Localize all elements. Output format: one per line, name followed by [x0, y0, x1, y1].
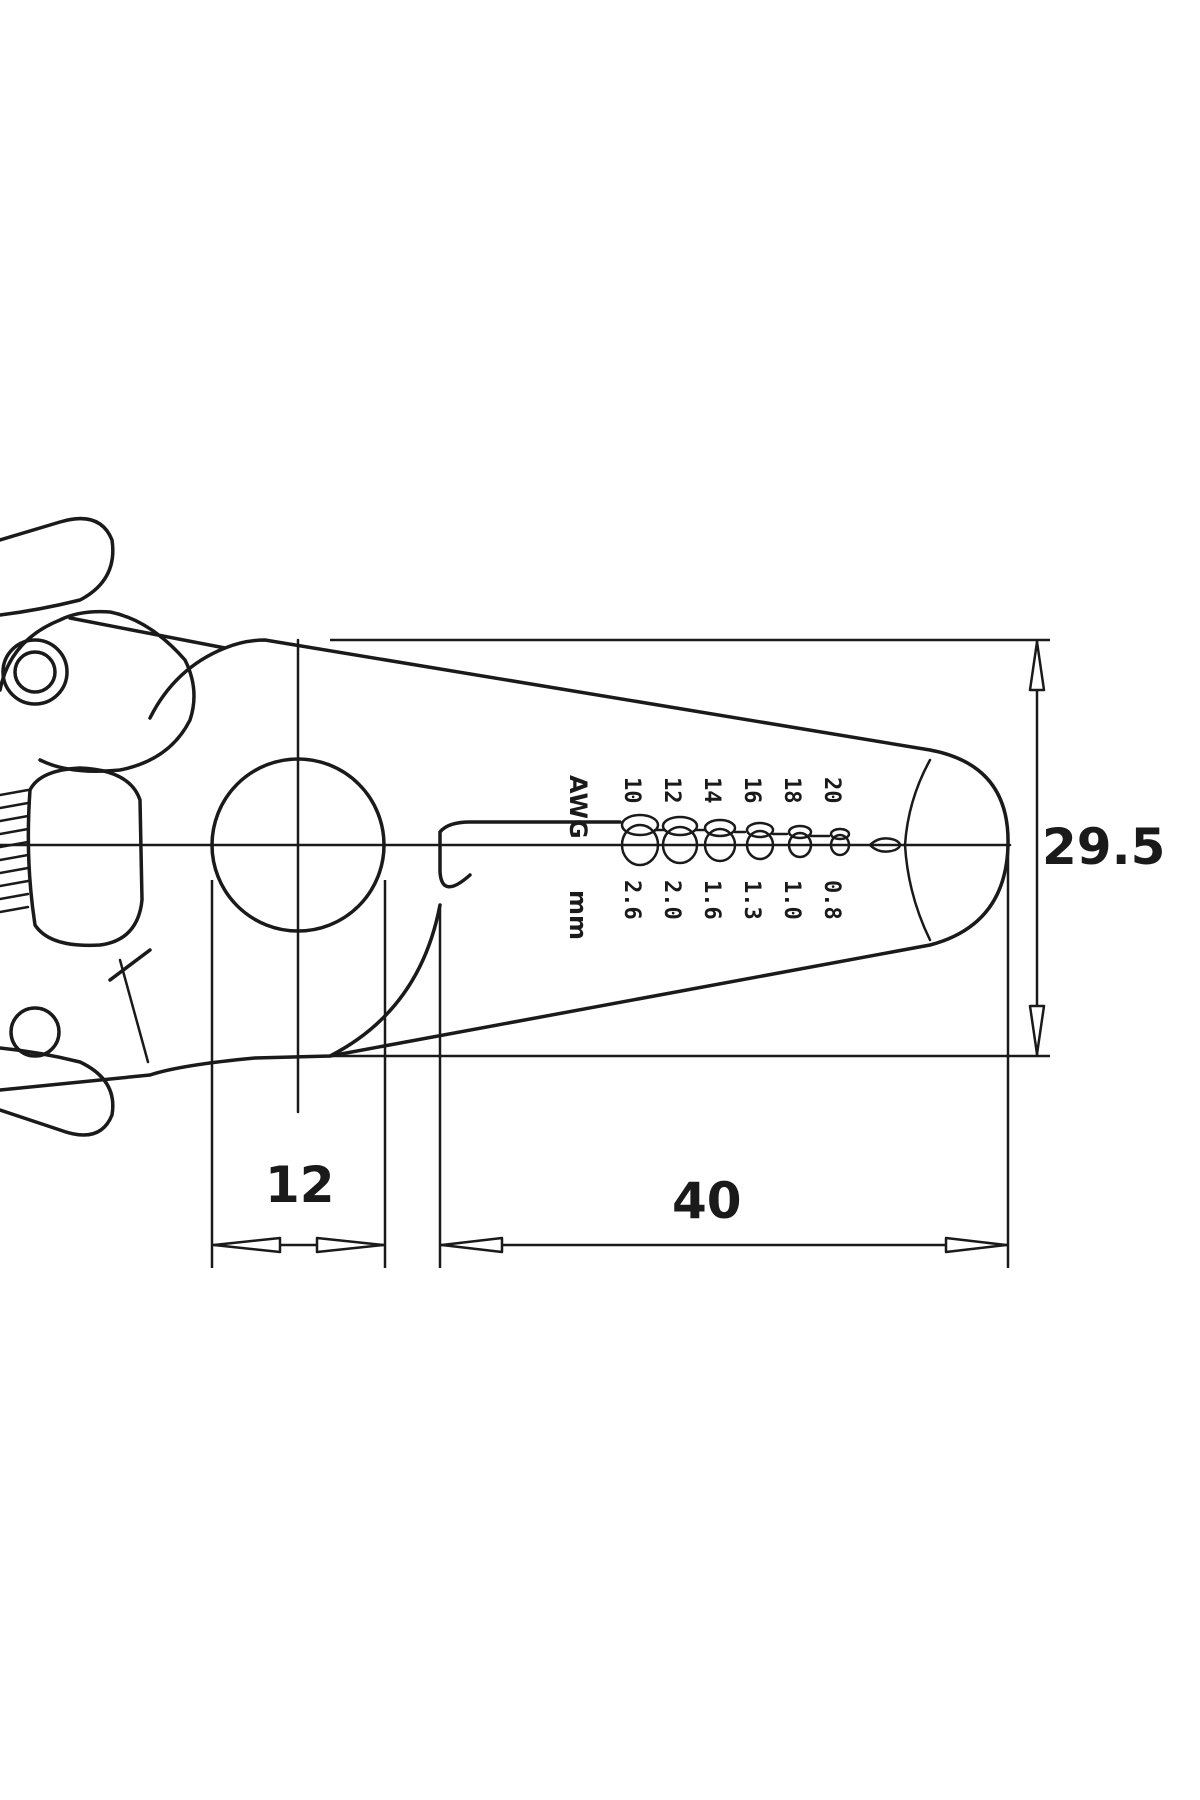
- upper-handle: [0, 516, 115, 617]
- gauge-notches: [620, 813, 902, 867]
- mm-value: 0.8: [819, 880, 844, 920]
- spring-block: [26, 766, 144, 948]
- arrow-right-icon: [944, 1236, 1008, 1254]
- upper-handle-link: [0, 609, 196, 773]
- center-lines: [0, 638, 1012, 1114]
- lower-handle: [0, 1046, 115, 1137]
- cutting-slot: [438, 820, 622, 889]
- dimension-width-label: 29.5: [1042, 818, 1165, 876]
- slot-curve: [328, 903, 442, 1058]
- jaw-crease: [118, 958, 150, 1064]
- awg-value: 14: [699, 777, 724, 804]
- dimension-pivot-label: 12: [265, 1156, 335, 1214]
- arrow-left-icon: [440, 1236, 504, 1254]
- blade-tip-line: [903, 758, 932, 942]
- mm-value: 1.6: [699, 880, 724, 920]
- awg-value: 18: [779, 777, 804, 804]
- mm-heading: mm: [564, 890, 592, 940]
- jaw-body: [0, 616, 1010, 1092]
- dimension-length: 40: [438, 845, 1010, 1268]
- mm-value: 2.6: [619, 880, 644, 920]
- jaw-neck-lower: [108, 948, 152, 982]
- mm-value: 1.0: [779, 880, 804, 920]
- awg-value: 10: [619, 777, 644, 804]
- dimension-pivot: 12: [210, 880, 387, 1268]
- mm-value: 1.3: [739, 880, 764, 920]
- jaw-neck-upper: [148, 646, 227, 720]
- upper-rivet: [1, 638, 69, 706]
- arrow-down-icon: [1028, 1004, 1046, 1056]
- awg-value: 12: [659, 777, 684, 804]
- dimension-length-label: 40: [672, 1172, 742, 1230]
- dimension-width: 29.5: [330, 638, 1165, 1058]
- mm-value: 2.0: [659, 880, 684, 920]
- upper-rivet-inner: [13, 650, 57, 694]
- arrow-right-icon: [315, 1236, 385, 1254]
- arrow-left-icon: [212, 1236, 282, 1254]
- arrow-up-icon: [1028, 640, 1046, 692]
- lower-rivet: [9, 1006, 61, 1058]
- gauge-labels: AWG mm 10 12 14 16 18 20 2.6 2.0 1.6 1.3…: [564, 775, 844, 940]
- awg-value: 16: [739, 777, 764, 804]
- spring-coils: [0, 788, 30, 914]
- awg-value: 20: [819, 777, 844, 804]
- awg-heading: AWG: [564, 775, 592, 839]
